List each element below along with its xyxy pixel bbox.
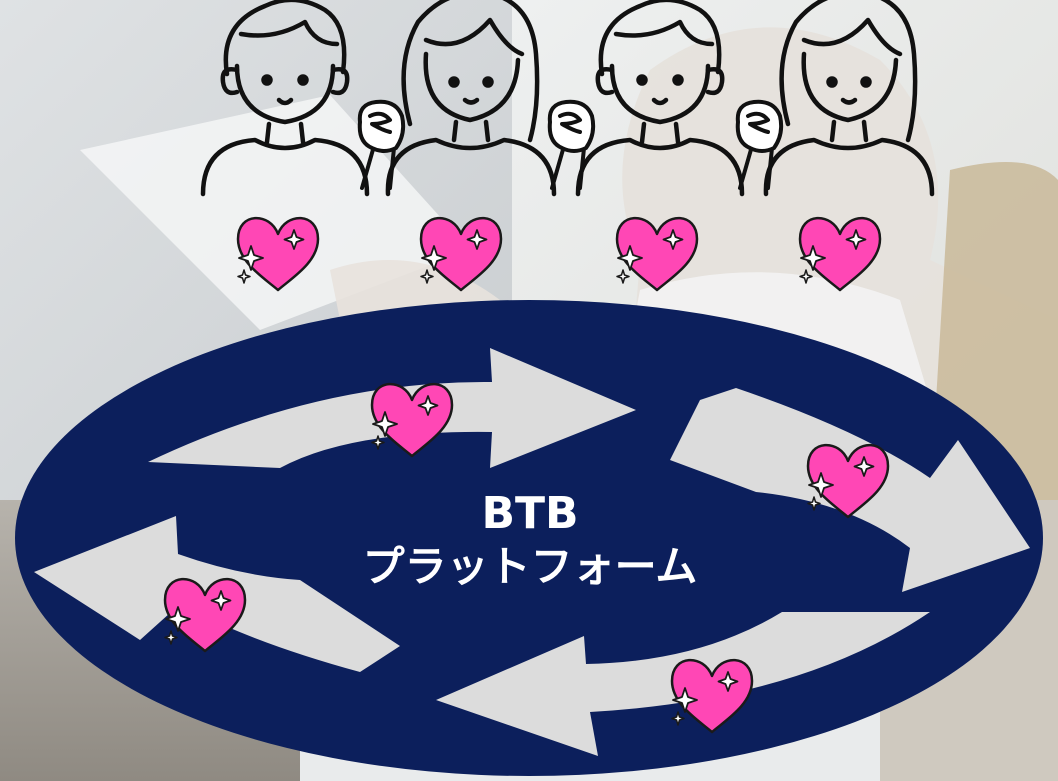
sparkle-heart-icon <box>615 216 699 292</box>
platform-label: BTB プラットフォーム <box>290 488 770 594</box>
boy-icon <box>578 0 742 194</box>
sparkle-heart-icon <box>236 216 320 292</box>
fist-bump-icon <box>357 99 406 190</box>
girl-icon <box>766 0 932 194</box>
fist-bump-icon <box>547 99 596 190</box>
sparkle-heart-icon <box>419 216 503 292</box>
platform-label-line2: プラットフォーム <box>362 542 698 591</box>
fist-bump-icon <box>735 99 784 190</box>
platform-label-line1: BTB <box>481 488 579 539</box>
boy-icon <box>203 0 367 194</box>
girl-icon <box>388 0 554 194</box>
sparkle-heart-icon <box>798 216 882 292</box>
